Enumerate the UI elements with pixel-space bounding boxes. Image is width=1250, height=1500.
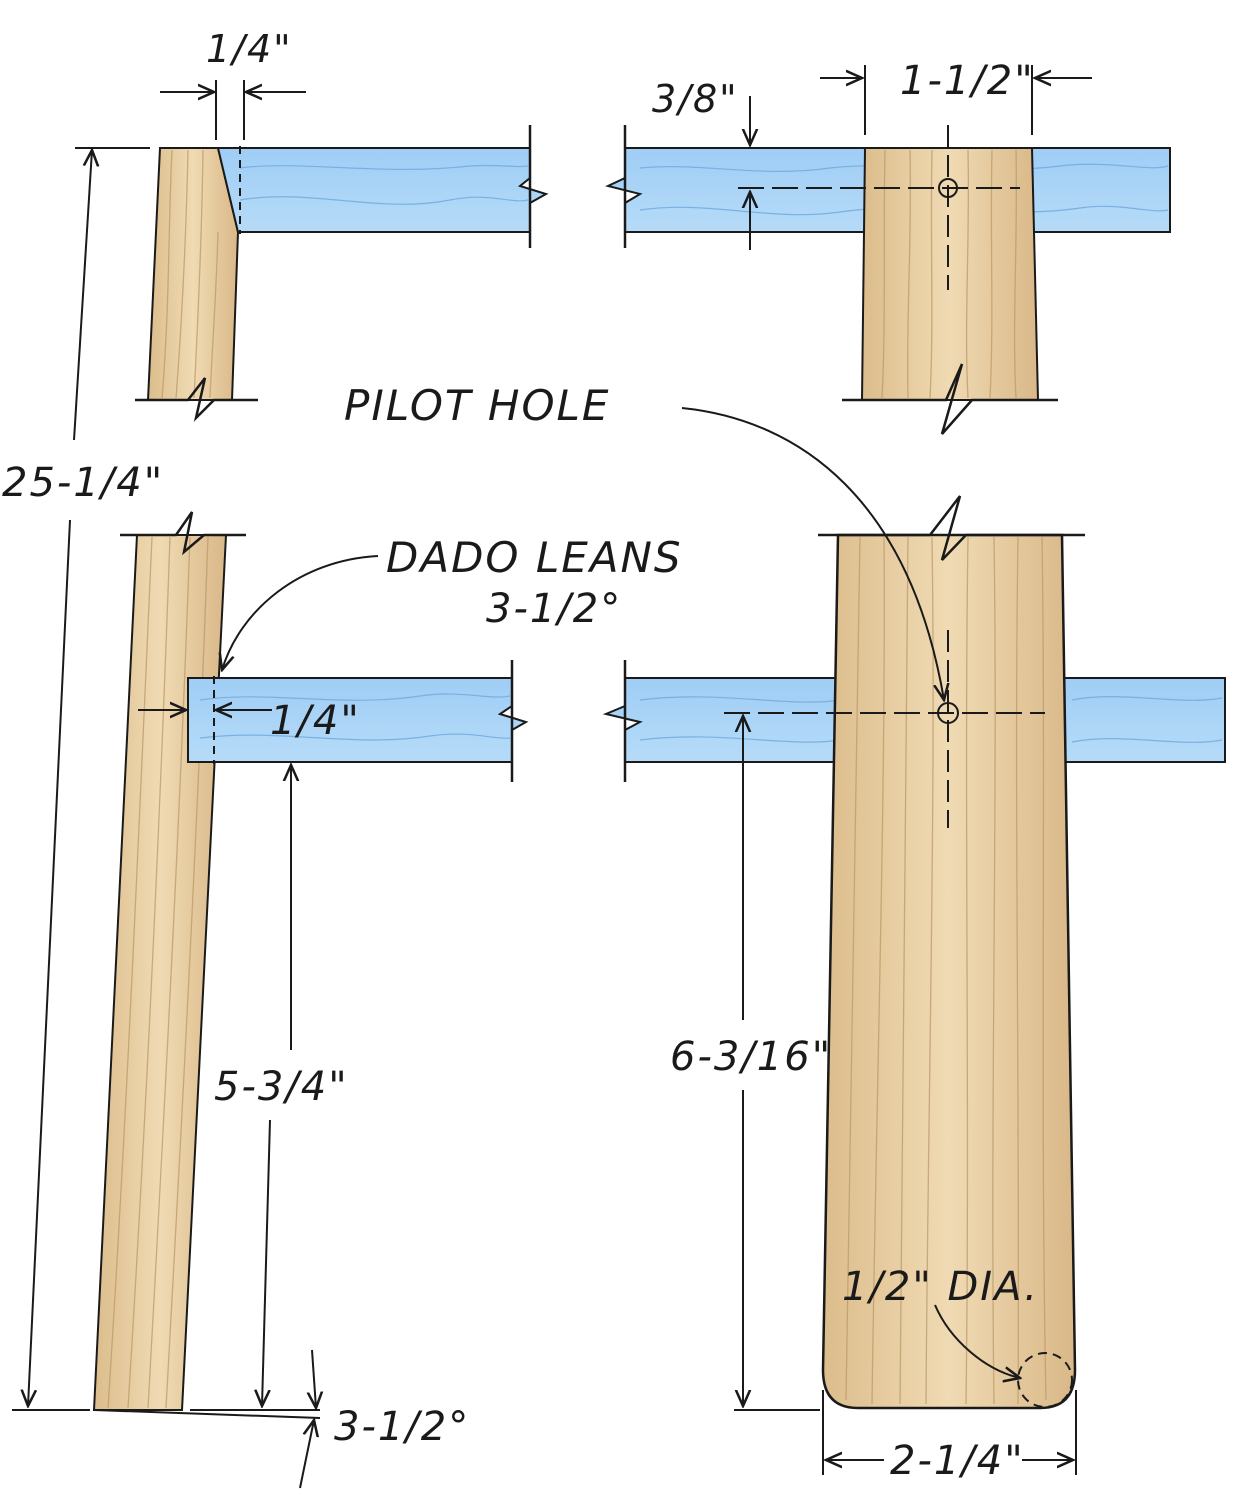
dim-two-quarter-width-lines: [822, 1390, 1077, 1475]
dim-one-half-width-lines: [820, 65, 1092, 135]
dim-quarter-top-lines: [160, 80, 306, 140]
label-six-three-sixteenth: 6-3/16": [670, 1034, 832, 1080]
half-dia-leader: [934, 1304, 1020, 1378]
break-line-top-left: [135, 377, 258, 422]
label-dado-leans-angle: 3-1/2°: [486, 586, 622, 632]
break-line-bottom-left: [120, 511, 246, 556]
dim-five-three-quarter-lines: [190, 765, 320, 1411]
label-half-dia: 1/2" DIA.: [842, 1264, 1039, 1310]
dim-overall-height-lines: [12, 147, 150, 1411]
label-overall-height: 25-1/4": [2, 460, 164, 506]
pilot-hole-leader: [681, 407, 944, 700]
bottom-right-leg: [821, 533, 1077, 1410]
dim-angle-bottom-lines: [93, 1349, 320, 1489]
top-pilot-hole: [738, 125, 1020, 290]
label-one-half-width: 1-1/2": [900, 58, 1035, 104]
top-left-leg: [146, 147, 240, 401]
label-two-quarter-width: 2-1/4": [890, 1438, 1025, 1484]
label-three-eighths: 3/8": [652, 77, 739, 121]
break-line-top-right: [842, 363, 1058, 435]
label-dado-leans: DADO LEANS: [386, 533, 683, 582]
label-pilot-hole: PILOT HOLE: [344, 381, 610, 430]
label-quarter-top: 1/4": [206, 27, 293, 71]
break-line-bottom-right: [818, 495, 1085, 561]
top-left-rail: [216, 146, 549, 234]
label-quarter-dado: 1/4": [270, 698, 361, 744]
dado-leans-leader: [222, 555, 379, 670]
dim-six-three-sixteenth-lines: [734, 716, 820, 1411]
top-right-leg: [860, 147, 1040, 401]
foot-radius-circle: [1017, 1352, 1073, 1408]
bottom-left-leg: [92, 534, 228, 1411]
label-angle-bottom: 3-1/2°: [334, 1404, 470, 1450]
label-five-three-quarter: 5-3/4": [214, 1064, 349, 1110]
